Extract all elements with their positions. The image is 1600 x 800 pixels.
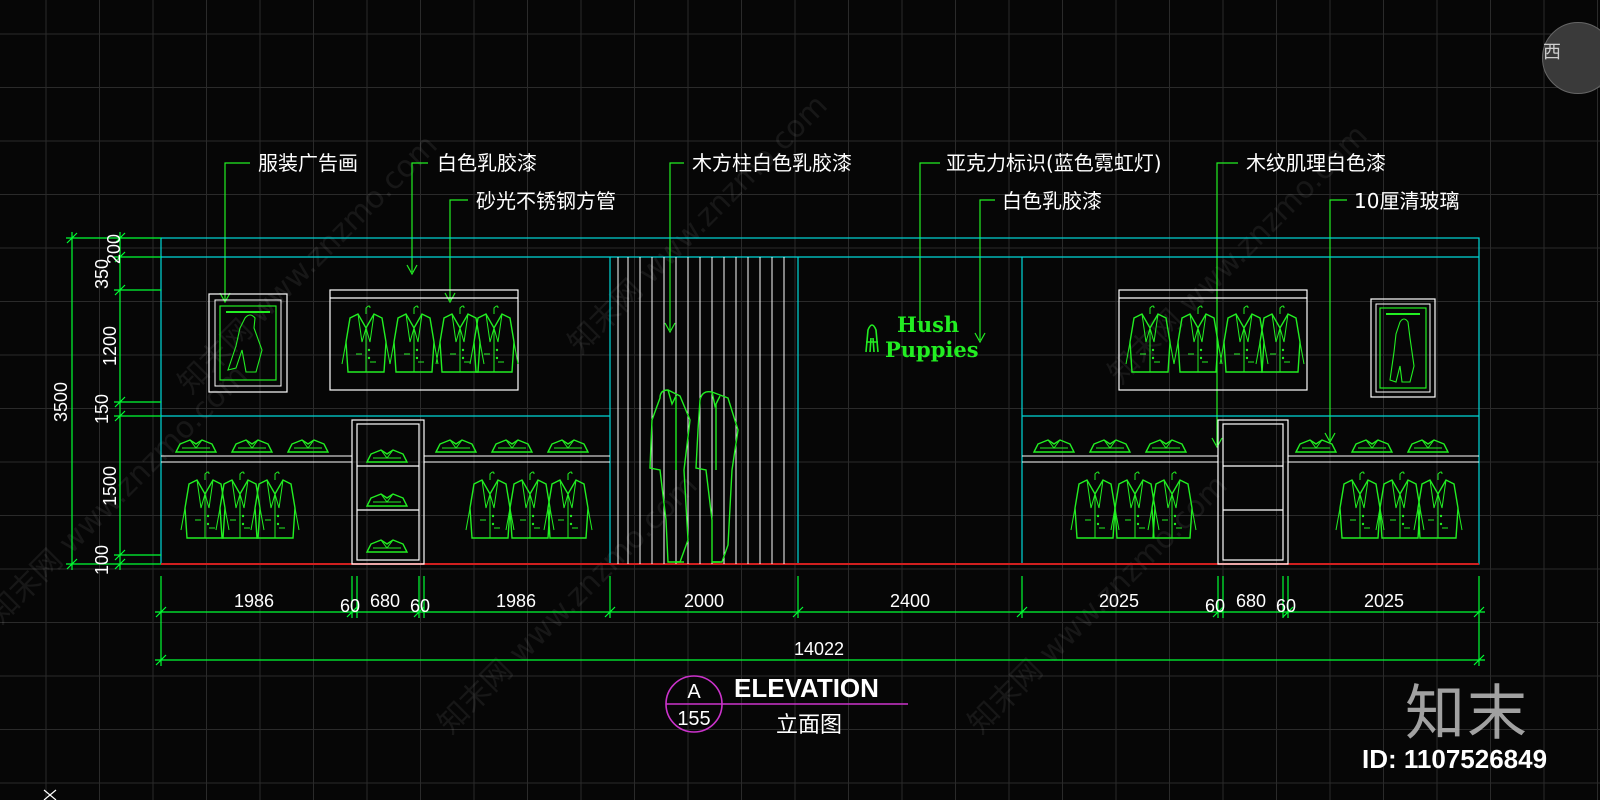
vdim-1500: 1500 bbox=[100, 466, 120, 506]
brand-sign-line1: Hush bbox=[897, 312, 959, 337]
hdim-2000: 2000 bbox=[684, 591, 724, 611]
watermark-id: ID: 1107526849 bbox=[1362, 744, 1548, 774]
vertical-dimension-lines bbox=[66, 232, 161, 570]
glass-cabinet-right bbox=[1217, 419, 1289, 565]
hdim-60: 60 bbox=[1276, 596, 1296, 616]
folded-shirts bbox=[175, 439, 1449, 553]
brand-sign: Hush Puppies bbox=[865, 312, 979, 362]
brand-sign-line2: Puppies bbox=[885, 337, 979, 362]
hdim-60: 60 bbox=[410, 596, 430, 616]
hdim-2025-right: 2025 bbox=[1364, 591, 1404, 611]
hdim-1986-right: 1986 bbox=[496, 591, 536, 611]
annotation-arrowheads bbox=[219, 264, 1336, 449]
section-marker-number: 155 bbox=[677, 708, 710, 730]
vdim-200: 200 bbox=[104, 234, 124, 264]
display-box-right bbox=[1118, 289, 1308, 391]
mannequin-figures bbox=[649, 389, 739, 563]
annotation-latex-top: 白色乳胶漆 bbox=[437, 151, 537, 175]
vdim-1200: 1200 bbox=[100, 326, 120, 366]
annotation-wood-grain: 木纹肌理白色漆 bbox=[1246, 151, 1386, 175]
viewcube-west-label[interactable]: 西 bbox=[1543, 42, 1561, 63]
annotation-acrylic-logo: 亚克力标识(蓝色霓虹灯) bbox=[946, 151, 1162, 175]
horizontal-dimension-lines bbox=[155, 576, 1485, 666]
hdim-680: 680 bbox=[370, 591, 400, 611]
hdim-2025-left: 2025 bbox=[1099, 591, 1139, 611]
section-marker-letter: A bbox=[687, 681, 701, 703]
glass-cabinet-left bbox=[351, 419, 425, 565]
annotation-latex-right: 白色乳胶漆 bbox=[1002, 189, 1102, 213]
vdim-350: 350 bbox=[92, 259, 112, 289]
vdim-150: 150 bbox=[92, 394, 112, 424]
poster-left bbox=[208, 293, 288, 393]
hdim-2400: 2400 bbox=[890, 591, 930, 611]
wall-outline bbox=[160, 237, 1480, 565]
title-cn: 立面图 bbox=[776, 713, 842, 738]
hdim-680: 680 bbox=[1236, 591, 1266, 611]
hdim-60: 60 bbox=[1205, 596, 1225, 616]
hdim-1986-left: 1986 bbox=[234, 591, 274, 611]
shelf-lines bbox=[161, 455, 1479, 463]
ucs-icon bbox=[43, 789, 57, 800]
hdim-60: 60 bbox=[340, 596, 360, 616]
poster-right bbox=[1370, 298, 1436, 398]
display-box-left bbox=[329, 289, 519, 391]
annotation-poster: 服装广告画 bbox=[258, 151, 358, 175]
annotation-leaders bbox=[224, 162, 1347, 445]
title-block: A 155 ELEVATION 立面图 bbox=[665, 673, 908, 738]
title-en: ELEVATION bbox=[734, 673, 879, 703]
annotation-steel-tube: 砂光不锈钢方管 bbox=[476, 189, 616, 213]
hdim-total: 14022 bbox=[794, 639, 844, 659]
hanging-jackets bbox=[180, 305, 1463, 539]
vdim-100: 100 bbox=[92, 545, 112, 575]
annotation-glass: 10厘清玻璃 bbox=[1354, 189, 1459, 213]
annotation-wood-column: 木方柱白色乳胶漆 bbox=[692, 151, 852, 175]
watermark-logo: 知末 bbox=[1405, 679, 1529, 749]
wood-column-slats bbox=[617, 257, 785, 564]
vdim-total: 3500 bbox=[51, 382, 71, 422]
